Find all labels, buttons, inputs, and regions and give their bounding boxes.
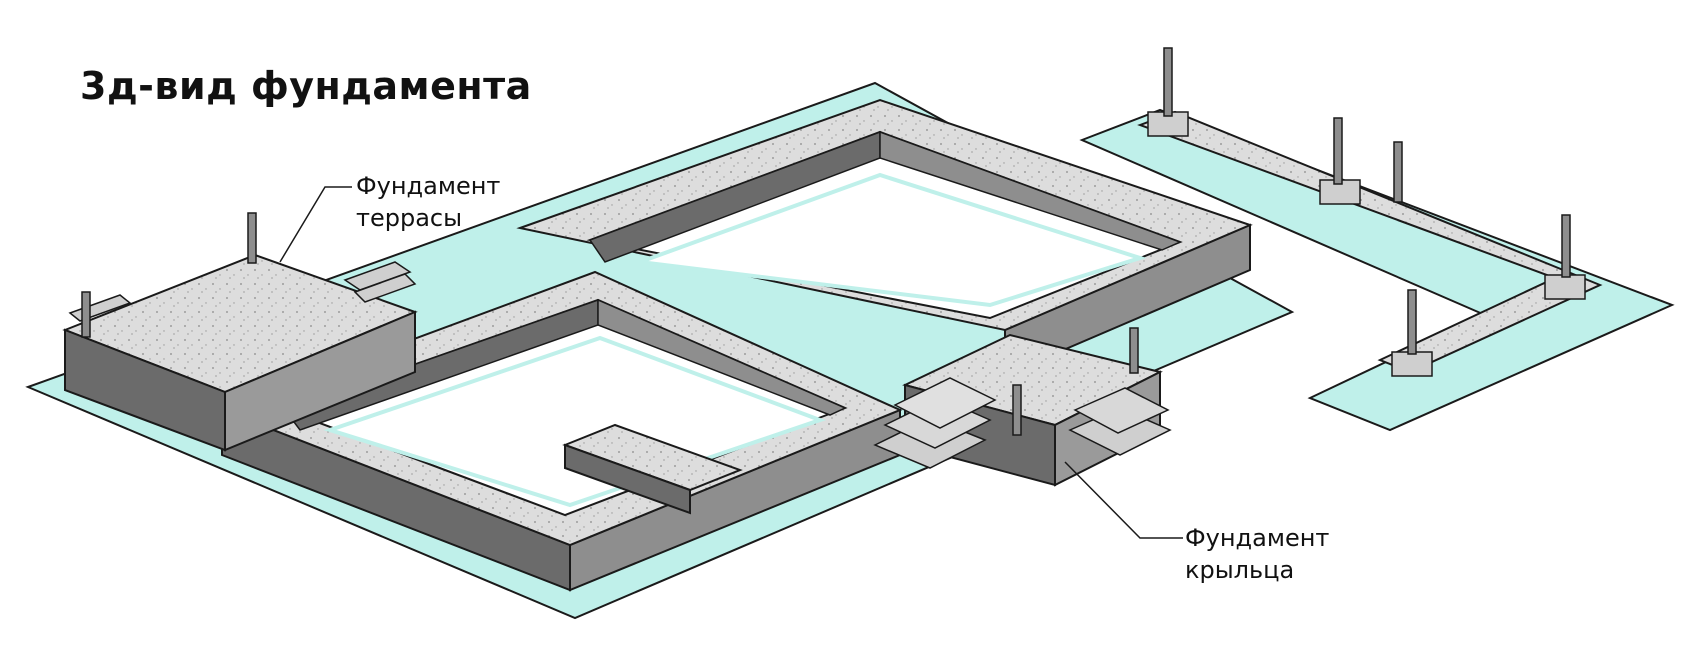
terrace-foundation	[62, 212, 418, 452]
porch-foundation	[873, 327, 1172, 487]
porch-callout-line1: Фундамент	[1185, 524, 1330, 552]
inner-spur-wall	[562, 423, 743, 515]
terrace-leader-line	[279, 186, 352, 263]
page-title: 3д-вид фундамента	[80, 64, 532, 108]
porch-callout-line2: крыльца	[1185, 556, 1295, 584]
porch-leader-line	[1064, 461, 1183, 539]
porch-callout: Фундамент крыльца	[1185, 522, 1329, 586]
terrace-callout-line1: Фундамент	[356, 172, 501, 200]
terrace-callout: Фундамент террасы	[356, 170, 500, 234]
terrace-callout-line2: террасы	[356, 204, 463, 232]
column-foundation	[1079, 47, 1675, 432]
